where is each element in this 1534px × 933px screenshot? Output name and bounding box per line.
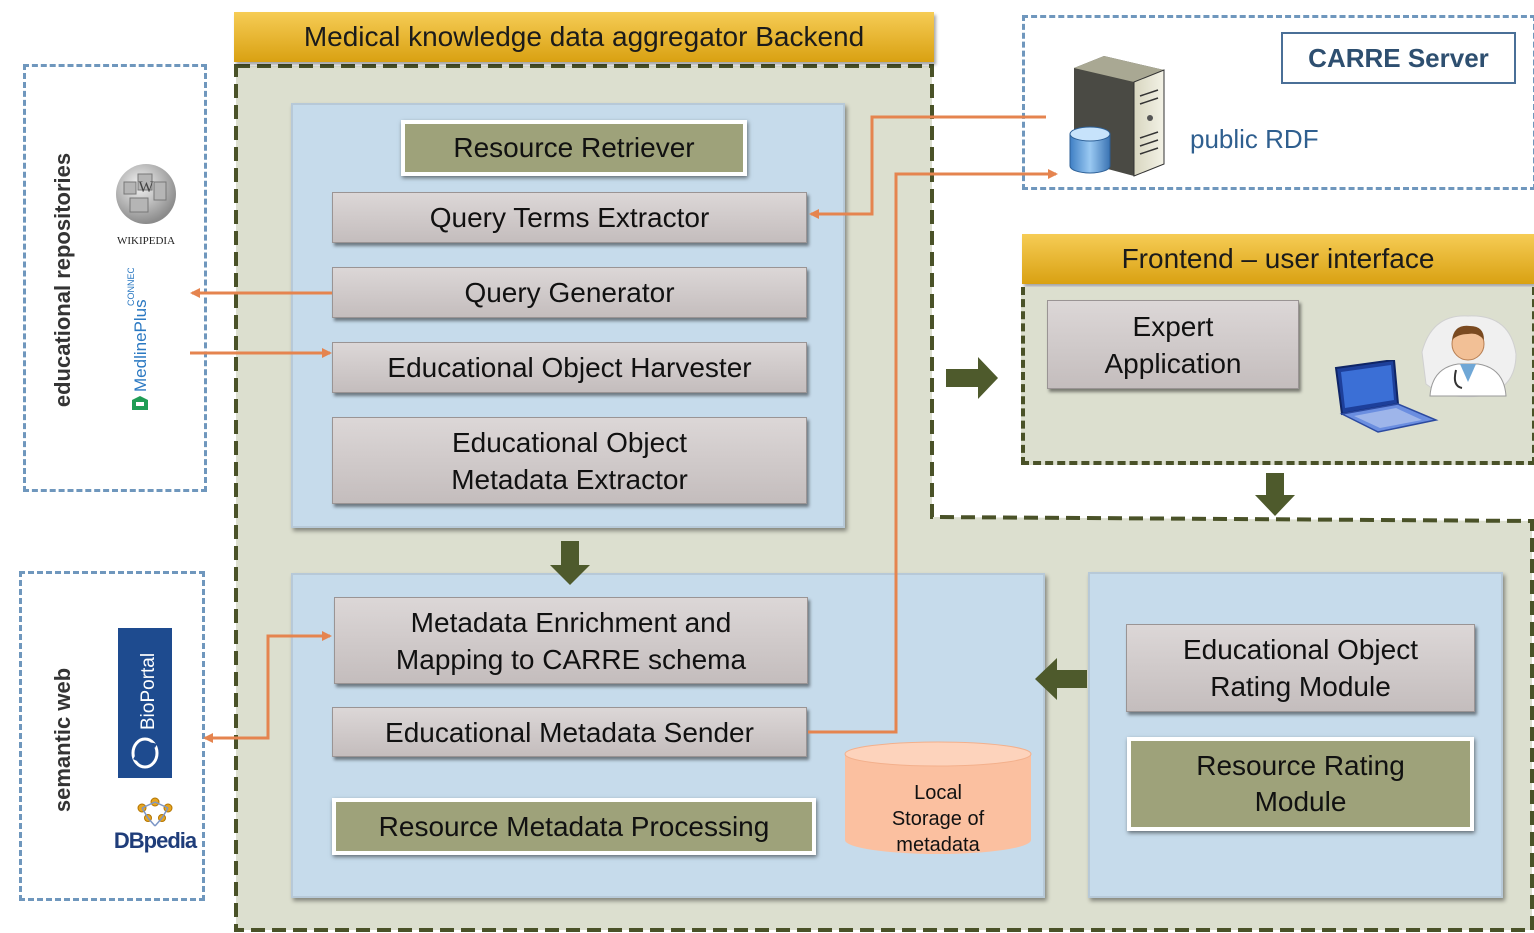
arrow-rdf-to-query-terms (809, 115, 1046, 219)
educational-metadata-sender: Educational Metadata Sender (332, 707, 807, 757)
resource-metadata-processing-label: Resource Metadata Processing (332, 798, 816, 855)
backend-title: Medical knowledge data aggregator Backen… (234, 12, 934, 62)
educational-object-metadata-extractor: Educational Object Metadata Extractor (332, 417, 807, 504)
expert-application: Expert Application (1047, 300, 1299, 389)
frontend-title: Frontend – user interface (1022, 234, 1534, 284)
metadata-enrichment: Metadata Enrichment and Mapping to CARRE… (334, 597, 808, 684)
bioportal-logo: BioPortal (118, 628, 172, 778)
arrow-rating-to-processing (1035, 658, 1087, 700)
arrow-retriever-to-processing (550, 541, 590, 585)
wikipedia-logo: W WIKIPEDIA (100, 160, 192, 250)
arrow-semantic-enrichment (203, 631, 332, 743)
resource-retriever-label: Resource Retriever (401, 120, 747, 176)
svg-text:DBpedia: DBpedia (114, 828, 198, 853)
svg-text:W: W (138, 179, 154, 196)
server-icon (1060, 54, 1170, 178)
arrow-to-frontend (946, 357, 998, 399)
educational-repositories-box (23, 64, 207, 492)
local-storage-cylinder (843, 740, 1033, 856)
wikipedia-logo-text: WIKIPEDIA (117, 235, 175, 247)
arrow-sender-to-rdf (808, 169, 1058, 734)
doctor-icon (1418, 312, 1518, 398)
query-terms-extractor: Query Terms Extractor (332, 192, 807, 243)
svg-text:MedlinePlus: MedlinePlus (131, 299, 150, 392)
educational-object-rating-module: Educational Object Rating Module (1126, 624, 1475, 712)
local-storage-label: Local Storage of metadata (891, 782, 985, 856)
resource-rating-module-label: Resource Rating Module (1127, 737, 1474, 831)
medlineplus-logo: MedlinePlus CONNECT (118, 261, 160, 418)
carre-server-label: CARRE Server (1281, 32, 1516, 84)
svg-text:BioPortal: BioPortal (138, 653, 159, 730)
public-rdf-label: public RDF (1190, 124, 1319, 154)
laptop-icon (1330, 358, 1440, 434)
dbpedia-logo: DBpedia (108, 794, 202, 854)
educational-object-harvester: Educational Object Harvester (332, 342, 807, 393)
query-generator: Query Generator (332, 267, 807, 318)
arrow-frontend-to-rating (1255, 473, 1295, 516)
svg-text:CONNECT: CONNECT (126, 268, 136, 306)
